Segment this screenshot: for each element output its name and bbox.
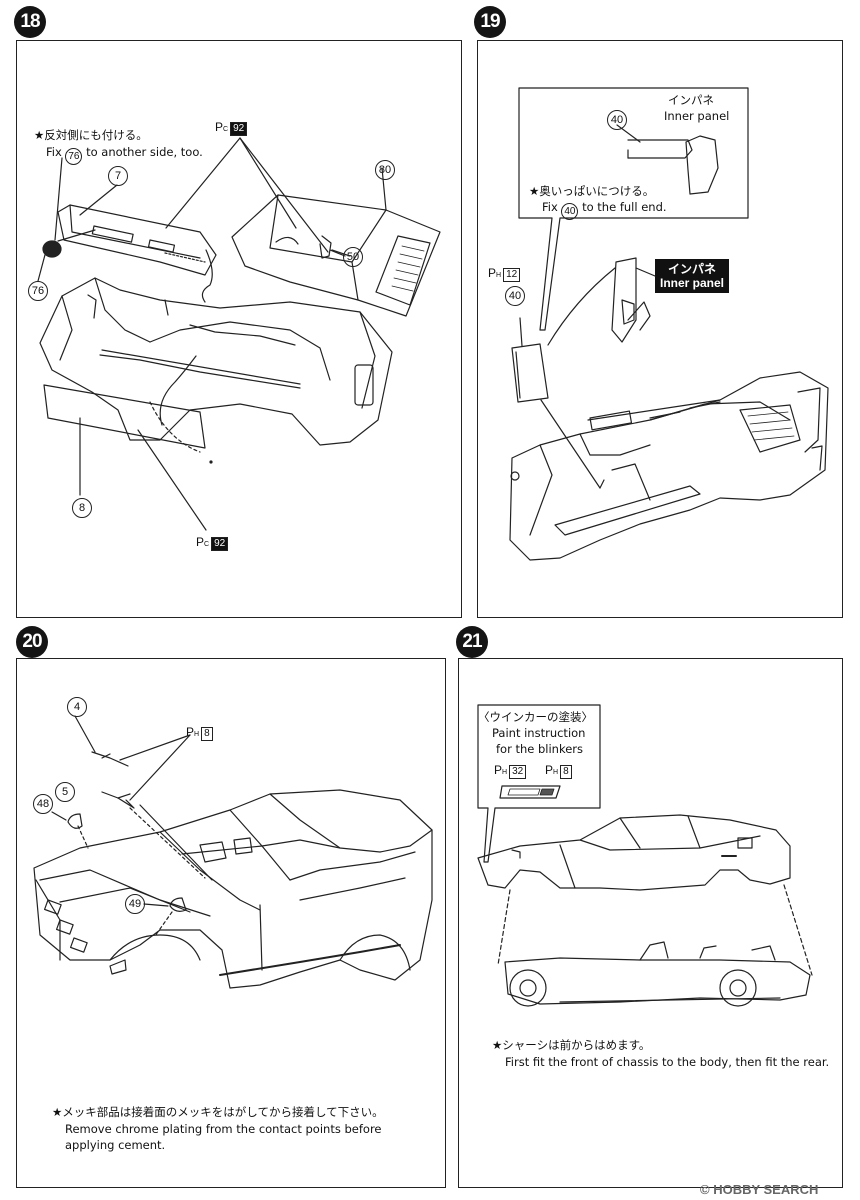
part-76-inline: 76 [65, 148, 83, 165]
note-en-pre: Fix [46, 145, 62, 159]
step-19-callout-en: Inner panel [664, 109, 730, 123]
part-4-label: 4 [67, 697, 87, 717]
step-18-illustration [37, 137, 441, 531]
part-7-label: 7 [108, 166, 128, 186]
step-19-number: 19 [474, 6, 506, 38]
step-18-number: 18 [14, 6, 46, 38]
step-20-panel [16, 658, 446, 1188]
step-19-panel [477, 40, 843, 618]
part-40-label: 40 [505, 286, 525, 306]
part-80-label: 80 [375, 160, 395, 180]
part-5-label: 5 [55, 782, 75, 802]
step-20-note-en-2: applying cement. [65, 1138, 166, 1152]
step-21-note-en: First fit the front of chassis to the bo… [505, 1055, 830, 1069]
part-48-label: 48 [33, 794, 53, 814]
hobby-search-watermark: © HOBBY SEARCH [700, 1182, 819, 1197]
step-18-panel [16, 40, 462, 618]
step-19-illustration [509, 87, 829, 561]
step-21-callout-en-2: for the blinkers [496, 742, 584, 756]
part-76-label: 76 [28, 281, 48, 301]
note-en-post: to another side, too. [86, 145, 203, 159]
step-18-note-en: Fix 76 to another side, too. [46, 145, 203, 165]
step-21-panel [458, 658, 843, 1188]
step-19-callout-jp: インパネ [668, 93, 714, 107]
step-21-illustration [477, 704, 813, 1007]
step-21-number: 21 [456, 626, 488, 658]
inner-panel-label: インパネ Inner panel [655, 259, 730, 293]
step-20-number: 20 [16, 626, 48, 658]
step-20-illustration [33, 715, 433, 989]
part-8-label: 8 [72, 498, 92, 518]
part-40-detail-label: 40 [607, 110, 627, 130]
step-19-note-en: Fix 40 to the full end. [542, 200, 667, 220]
step-20-note-jp: ★メッキ部品は接着面のメッキをはがしてから接着して下さい。 [52, 1105, 384, 1119]
step-21-callout-jp: 〈ウインカーの塗装〉 [478, 710, 593, 724]
step-20-note-en-1: Remove chrome plating from the contact p… [65, 1122, 382, 1136]
step-19-note-jp: ★奥いっぱいにつける。 [529, 184, 655, 198]
step-21-note-jp: ★シャーシは前からはめます。 [492, 1038, 651, 1052]
step-18-note-jp: ★反対側にも付ける。 [34, 128, 148, 142]
part-40-inline: 40 [561, 203, 579, 220]
step-21-callout-en-1: Paint instruction [492, 726, 586, 740]
